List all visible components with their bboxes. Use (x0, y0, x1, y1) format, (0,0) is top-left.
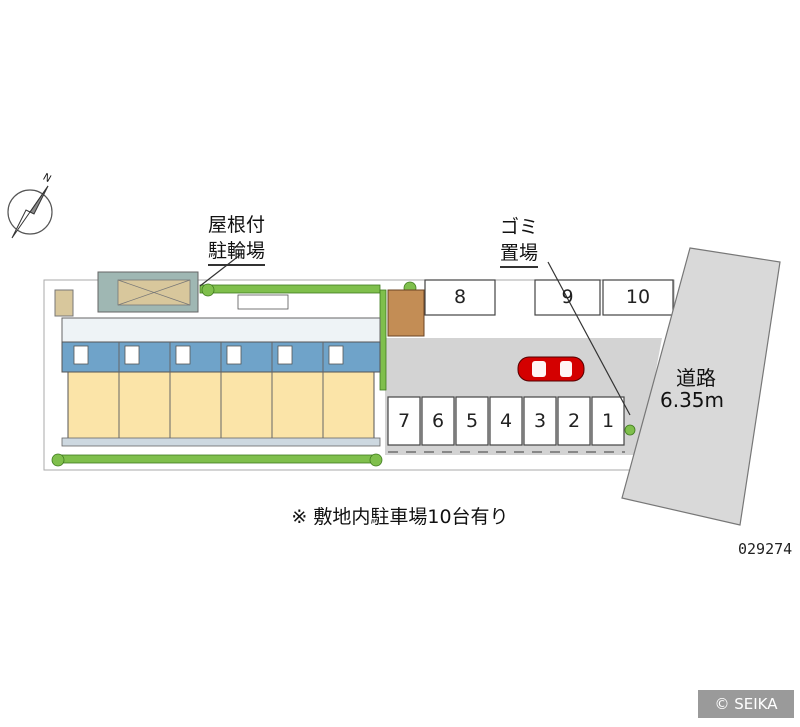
parking-space-1: 1 (601, 410, 615, 432)
copyright-badge: © SEIKA (698, 690, 794, 718)
parking-space-3: 3 (533, 410, 547, 432)
compass-icon (7, 185, 53, 239)
road-label: 道路 (676, 366, 716, 390)
parking-space-9: 9 (561, 286, 574, 308)
parking-space-6: 6 (431, 410, 445, 432)
parking-space-5: 5 (465, 410, 479, 432)
apartment-building (61, 317, 381, 447)
road-width-label: 6.35m (660, 388, 725, 412)
bicycle-parking-shelter (97, 271, 199, 313)
garbage-area (387, 289, 425, 337)
parking-note: ※ 敷地内駐車場10台有り (291, 506, 509, 528)
road (621, 247, 781, 526)
bicycle-parking-label-1: 屋根付 (208, 214, 266, 236)
car-icon (517, 356, 585, 382)
parking-space-2: 2 (567, 410, 581, 432)
garbage-leader-line (547, 261, 631, 416)
parking-bottom-row (387, 396, 625, 446)
garbage-label-2: 置場 (500, 238, 539, 268)
parking-space-7: 7 (397, 410, 411, 432)
hedges (51, 281, 636, 467)
parking-top-row (424, 279, 674, 316)
parking-space-4: 4 (499, 410, 513, 432)
property-code: 029274 (738, 540, 793, 558)
bicycle-parking-label-2: 駐輪場 (208, 236, 266, 266)
parking-space-10: 10 (625, 286, 651, 308)
garbage-label-1: ゴミ (500, 216, 539, 238)
parking-space-8: 8 (453, 286, 467, 308)
